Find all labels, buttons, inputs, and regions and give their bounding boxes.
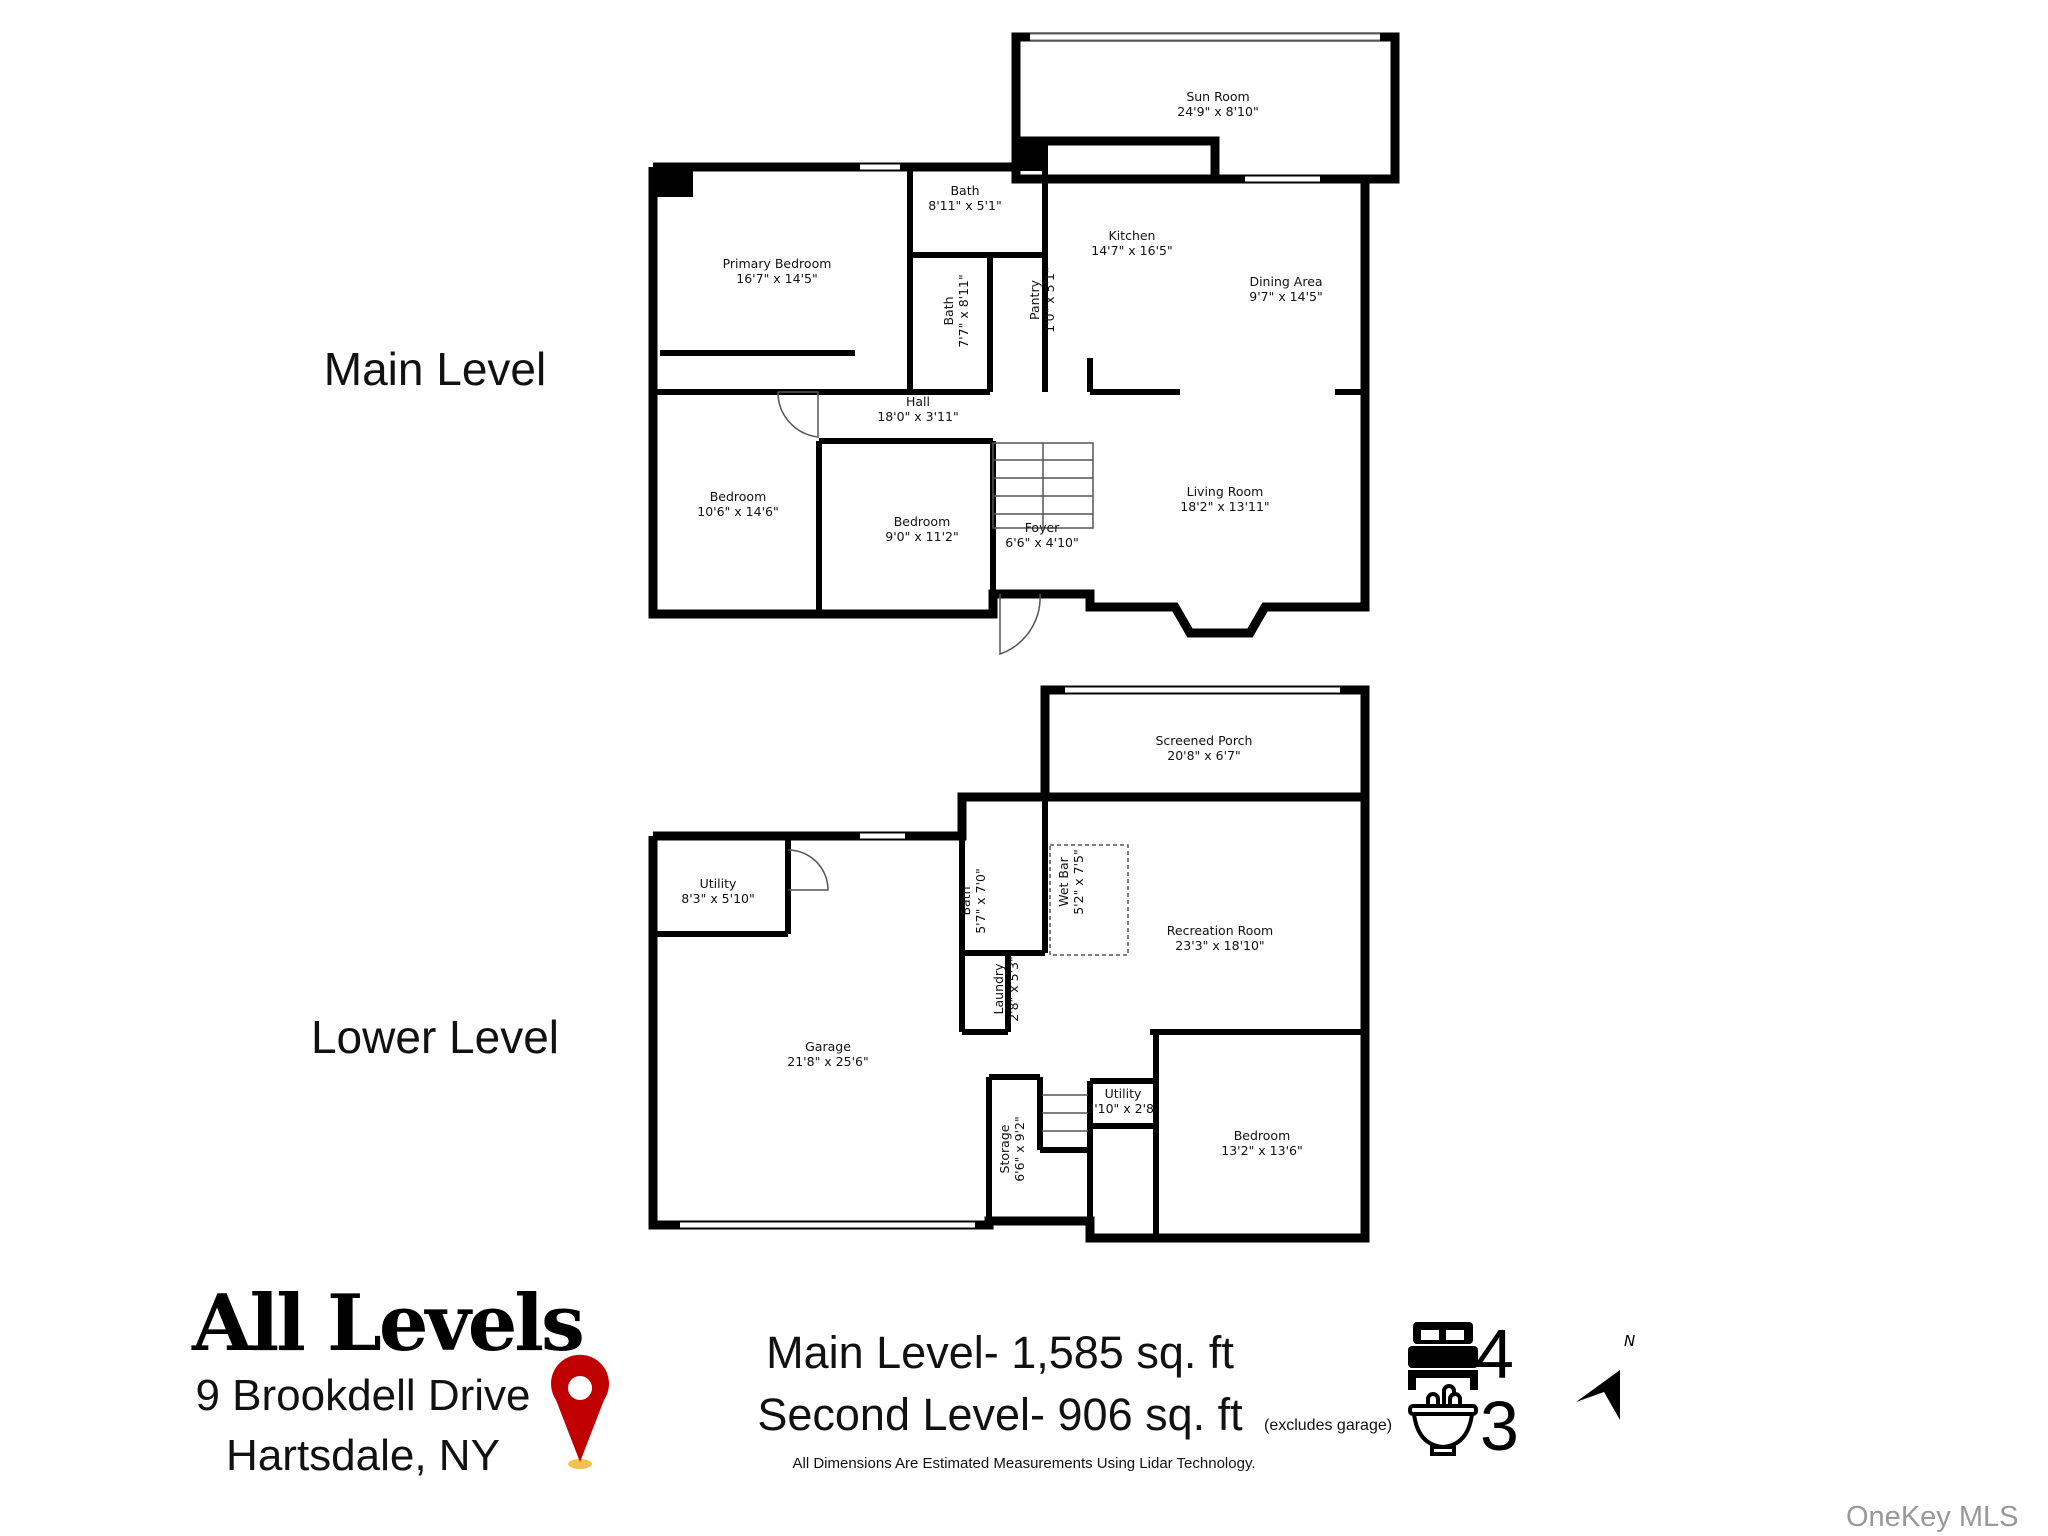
room-dims: 6'6" x 4'10": [1005, 535, 1078, 550]
lower-level-plan: [648, 685, 1370, 1243]
room-name: Storage: [997, 1124, 1012, 1173]
room-dims: 10'6" x 14'6": [697, 504, 778, 519]
main-level-sqft: Main Level- 1,585 sq. ft: [766, 1327, 1234, 1378]
front-door: [999, 593, 1041, 656]
north-arrow-icon: N: [1576, 1332, 1635, 1420]
bathroom-count: 3: [1480, 1387, 1519, 1465]
disclaimer: All Dimensions Are Estimated Measurement…: [793, 1455, 1256, 1472]
room-name: Utility: [700, 876, 737, 891]
watermark: OneKey MLS: [1846, 1501, 2018, 1533]
room-dims: 8'3" x 5'10": [681, 891, 754, 906]
room-name: Dining Area: [1249, 274, 1322, 289]
room-dims: 6'6" x 9'2": [1012, 1116, 1027, 1182]
room-name: Bath: [941, 296, 956, 325]
room-dims: 9'0" x 11'2": [885, 529, 958, 544]
room-dims: 7'7" x 8'11": [956, 274, 971, 347]
room-name: Sun Room: [1186, 89, 1249, 104]
room-dims: 21'8" x 25'6": [787, 1054, 868, 1069]
room-name: Primary Bedroom: [723, 256, 832, 271]
room-dims: 14'7" x 16'5": [1091, 243, 1172, 258]
room-dims: 9'7" x 14'5": [1249, 289, 1322, 304]
location-pin-icon: [551, 1354, 609, 1469]
room-dims: 16'7" x 14'5": [736, 271, 817, 286]
room-dims: 23'3" x 18'10": [1175, 938, 1264, 953]
room-dims: 8'11" x 5'1": [928, 198, 1001, 213]
lower-room-labels: Screened Porch 20'8" x 6'7" Utility 8'3"…: [681, 733, 1302, 1182]
bed-icon: [1408, 1322, 1478, 1390]
room-name: Bedroom: [710, 489, 767, 504]
excludes-garage-note: (excludes garage): [1264, 1417, 1392, 1434]
lower-level-label: Lower Level: [311, 1011, 559, 1063]
room-dims: 13'2" x 13'6": [1221, 1143, 1302, 1158]
room-dims: 5'2" x 7'5": [1071, 849, 1086, 915]
address-line2: Hartsdale, NY: [226, 1431, 500, 1480]
room-name: Garage: [805, 1039, 851, 1054]
main-level-label: Main Level: [324, 343, 546, 395]
room-name: Utility: [1105, 1086, 1142, 1101]
room-name: Foyer: [1025, 520, 1060, 535]
room-dims: 18'0" x 3'11": [877, 409, 958, 424]
room-name: Pantry: [1027, 279, 1042, 320]
wall-main-outline: [648, 136, 1370, 638]
room-name: Screened Porch: [1156, 733, 1253, 748]
room-name: Bath: [958, 886, 973, 915]
room-name: Bedroom: [894, 514, 951, 529]
room-name: Wet Bar: [1056, 856, 1071, 906]
address-line1: 9 Brookdell Drive: [195, 1371, 530, 1420]
second-level-sqft: Second Level- 906 sq. ft: [757, 1389, 1243, 1440]
room-dims: 5'7" x 7'0": [973, 868, 988, 934]
room-name: Living Room: [1187, 484, 1264, 499]
bedroom-count: 4: [1475, 1315, 1514, 1393]
room-name: Kitchen: [1109, 228, 1156, 243]
title: All Levels: [191, 1278, 582, 1369]
room-dims: 18'2" x 13'11": [1180, 499, 1269, 514]
room-dims: 20'8" x 6'7": [1167, 748, 1240, 763]
room-dims: 24'9" x 8'10": [1177, 104, 1258, 119]
room-name: Recreation Room: [1167, 923, 1273, 938]
room-dims: 3'10" x 2'8": [1086, 1101, 1159, 1116]
sink-icon: [1408, 1384, 1478, 1456]
room-dims: 2'8" x 5'3": [1006, 956, 1021, 1022]
main-level-plan: [648, 32, 1400, 656]
main-room-labels: Sun Room 24'9" x 8'10" Bath 8'11" x 5'1"…: [697, 89, 1322, 550]
room-name: Bath: [950, 183, 979, 198]
north-label: N: [1624, 1332, 1635, 1350]
room-name: Bedroom: [1234, 1128, 1291, 1143]
room-name: Laundry: [991, 963, 1006, 1015]
room-name: Hall: [906, 394, 930, 409]
room-dims: 1'0" x 5'1": [1042, 267, 1057, 333]
